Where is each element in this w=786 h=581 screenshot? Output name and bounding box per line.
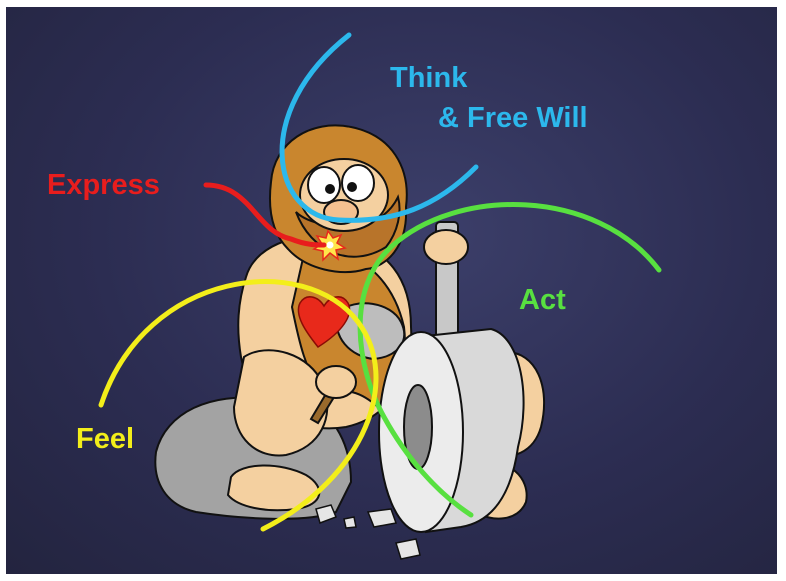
free-will-label: & Free Will: [438, 104, 588, 133]
stone-chip: [344, 517, 356, 528]
slide-canvas: Think & Free Will Express Act Feel: [6, 7, 777, 574]
right-pupil: [347, 182, 357, 192]
hammer-hand: [316, 366, 356, 398]
feel-label: Feel: [76, 425, 134, 454]
right-eye: [342, 165, 374, 201]
act-label: Act: [519, 286, 566, 315]
stone-chip: [368, 509, 396, 527]
express-label: Express: [47, 171, 160, 200]
stone-chip: [396, 539, 420, 559]
think-label: Think: [390, 64, 467, 93]
chisel-hand: [424, 230, 468, 264]
left-pupil: [325, 184, 335, 194]
left-eye: [308, 167, 340, 203]
